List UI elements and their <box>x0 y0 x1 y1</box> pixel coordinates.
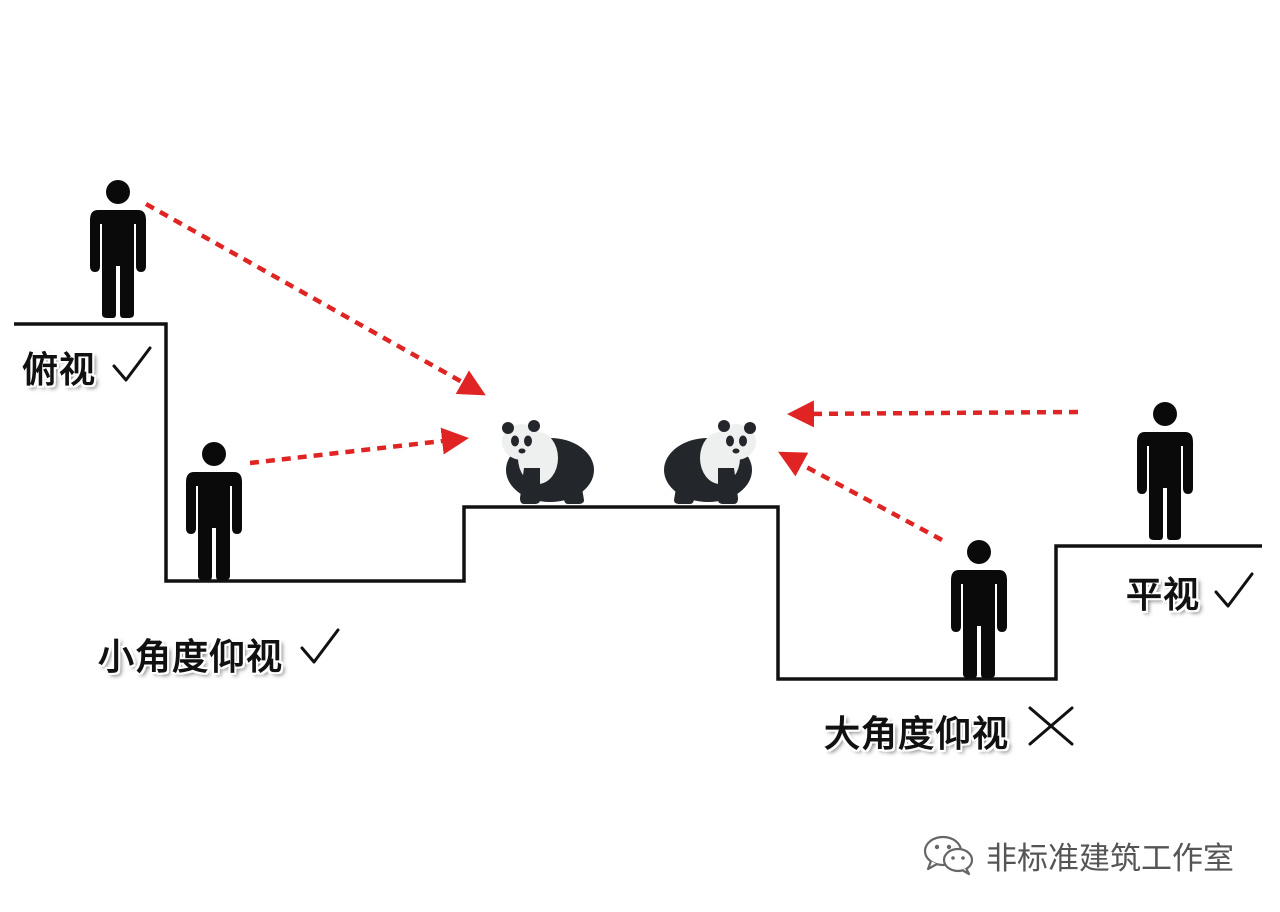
watermark-text: 非标准建筑工作室 <box>986 840 1234 877</box>
sight-arrow-top-down <box>144 202 486 396</box>
sight-arrow-large-angle <box>778 451 944 542</box>
sight-arrow-eye-level <box>787 400 1079 428</box>
cross-icon-large-angle <box>1028 706 1074 746</box>
panda-icon-right <box>664 420 756 504</box>
person-icon-level <box>1137 402 1193 540</box>
terrain-line <box>14 322 1262 681</box>
person-icon-low-left <box>186 442 242 580</box>
label-small-angle-up: 小角度仰视 <box>98 637 284 678</box>
person-icon-top <box>90 180 146 318</box>
watermark: 非标准建筑工作室 <box>922 832 1234 878</box>
check-icon-eye-level <box>1214 572 1254 608</box>
label-top-down: 俯视 <box>22 350 97 391</box>
check-icon-small-angle <box>300 628 340 664</box>
panda-icon-left <box>502 420 594 504</box>
person-icon-low-right <box>951 540 1007 678</box>
wechat-icon <box>923 835 974 876</box>
label-eye-level: 平视 <box>1126 575 1201 616</box>
sight-arrow-small-angle <box>249 427 469 466</box>
label-large-angle-up: 大角度仰视 <box>824 714 1010 755</box>
check-icon-top-down <box>112 346 152 382</box>
